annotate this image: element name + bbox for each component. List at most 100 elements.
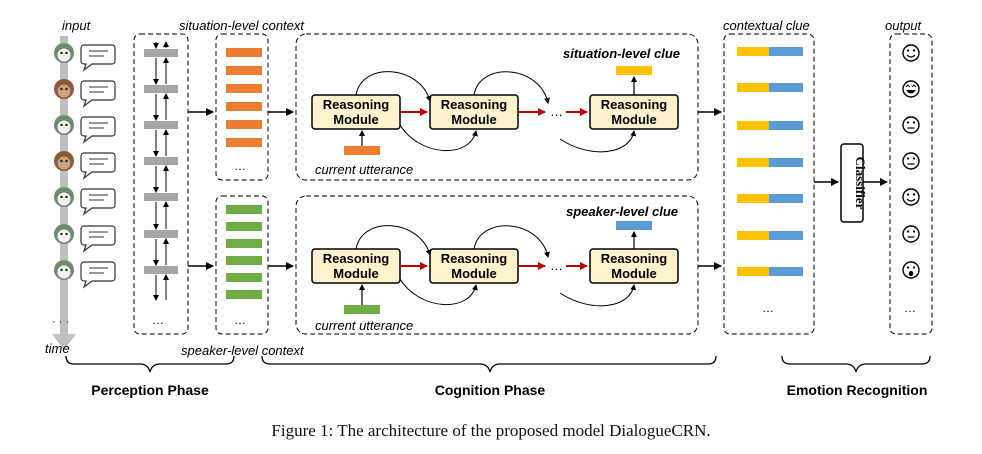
memory-arc — [399, 278, 478, 306]
reasoning-module-label: Reasoning — [323, 251, 390, 266]
reasoning-module-label: Module — [611, 266, 657, 281]
speaker-eye — [60, 232, 63, 236]
reasoning-module-label: Reasoning — [441, 97, 508, 112]
face-outline — [902, 116, 920, 134]
speech-bubble-icon — [80, 225, 116, 253]
speaker-turn — [54, 79, 116, 108]
situation-context-box — [215, 33, 269, 181]
speaker-turn — [54, 224, 116, 253]
cognition-phase-label: Cognition Phase — [435, 382, 546, 398]
cognition-brace — [261, 355, 717, 373]
reasoning-module-label: Reasoning — [601, 251, 668, 266]
speaker-face — [57, 120, 71, 134]
current-utterance-vector — [344, 305, 380, 314]
face-eye — [912, 266, 916, 269]
situation-clue-vector — [737, 47, 769, 56]
speaker-turn — [54, 115, 116, 144]
architecture-diagram: input situation-level context contextual… — [45, 18, 933, 398]
speaker-eye — [60, 268, 63, 272]
input-label: input — [62, 18, 92, 33]
smile-face-icon — [902, 188, 920, 206]
speaker-context-dots: … — [234, 313, 246, 327]
perception-phase-label: Perception Phase — [91, 382, 209, 398]
speaker-eye — [65, 195, 68, 199]
speaker-turn — [54, 151, 116, 180]
speaker-context-box — [215, 195, 269, 335]
memory-arc — [399, 124, 478, 152]
face-eye — [906, 49, 910, 52]
speaker-clue-vector — [769, 267, 803, 276]
speaker-face — [57, 265, 71, 279]
face-eye — [906, 121, 910, 124]
situation-context-dots: … — [234, 159, 246, 173]
situation-clue-vector — [737, 121, 769, 130]
time-label: time — [45, 341, 70, 356]
situation-cognition-box — [295, 33, 699, 181]
hidden-state-bar — [144, 157, 178, 165]
situation-clue-vector — [737, 83, 769, 92]
situation-clue-label: situation-level clue — [563, 46, 680, 61]
chain-ellipsis: … — [550, 258, 563, 273]
speaker-eye — [60, 87, 63, 91]
speaker-vector — [226, 222, 262, 231]
chain-ellipsis: … — [550, 104, 563, 119]
memory-arc — [473, 71, 550, 104]
speaker-eye — [60, 51, 63, 55]
speech-bubble-icon — [80, 44, 116, 72]
speaker-vector — [226, 290, 262, 299]
situation-vector — [226, 138, 262, 147]
reasoning-module-label: Module — [451, 112, 497, 127]
smile-face-icon — [902, 44, 920, 62]
speaker-face — [57, 192, 71, 206]
situation-context-label: situation-level context — [179, 18, 305, 33]
face-eye — [906, 230, 910, 233]
speaker-vector — [226, 239, 262, 248]
contextual-clue-label: contextual clue — [723, 18, 810, 33]
perception-encoder — [144, 41, 178, 301]
emotion-outputs — [902, 44, 920, 279]
speaker-eye — [60, 195, 63, 199]
perception-dots: … — [152, 313, 164, 327]
face-eye — [912, 230, 916, 233]
face-eye — [912, 157, 916, 160]
face-eye — [906, 193, 910, 196]
speaker-eye — [65, 159, 68, 163]
face-eye — [906, 157, 910, 160]
memory-arc — [559, 130, 637, 153]
speaker-vector — [226, 205, 262, 214]
speech-bubble-icon — [80, 116, 116, 144]
speaker-eye — [60, 123, 63, 127]
situation-clue-vector — [737, 267, 769, 276]
reasoning-module-label: Reasoning — [601, 97, 668, 112]
situation-clue-vector — [737, 231, 769, 240]
current-utterance-label: current utterance — [315, 318, 413, 333]
emotion-phase-label: Emotion Recognition — [787, 382, 928, 398]
hidden-state-bar — [144, 85, 178, 93]
time-axis — [52, 36, 76, 350]
neutral-face-icon — [902, 116, 920, 134]
situation-vector — [226, 84, 262, 93]
perception-box — [133, 33, 189, 335]
output-label: output — [885, 18, 923, 33]
situation-clue-vector — [737, 194, 769, 203]
figure-caption: Figure 1: The architecture of the propos… — [271, 421, 711, 440]
hidden-state-bar — [144, 121, 178, 129]
speaker-clue-vector — [769, 83, 803, 92]
speaker-turn — [54, 260, 116, 289]
time-axis-dots: · · · — [52, 316, 69, 328]
situation-vector — [226, 102, 262, 111]
reasoning-module-label: Module — [451, 266, 497, 281]
face-outline — [902, 80, 920, 98]
face-eye — [912, 193, 916, 196]
speaker-clue-vector — [769, 194, 803, 203]
face-eye — [912, 121, 916, 124]
face-outline — [902, 188, 920, 206]
classifier-label: Classifier — [853, 157, 868, 210]
speaker-face — [57, 229, 71, 243]
speech-bubble-icon — [80, 152, 116, 180]
face-eye — [912, 49, 916, 52]
speech-bubble-icon — [80, 261, 116, 289]
current-utterance-label: current utterance — [315, 162, 413, 177]
